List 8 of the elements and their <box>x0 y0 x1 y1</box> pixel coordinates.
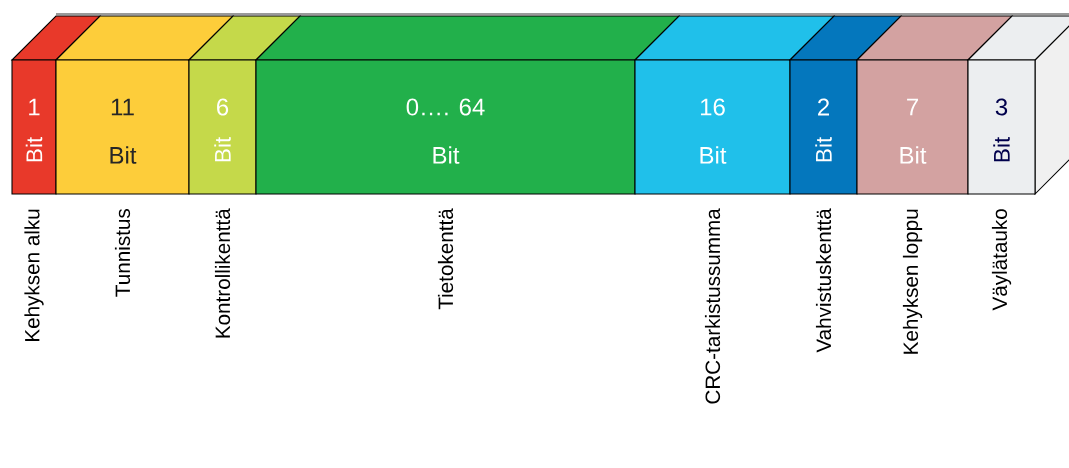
field-name: Tietokenttä <box>437 208 454 310</box>
field-name: Vahvistuskenttä <box>815 208 832 353</box>
field-name: Väylätauko <box>991 209 1012 311</box>
field-name: Kehyksen alku <box>24 209 44 341</box>
field-name: Kehyksen loppu <box>902 209 923 354</box>
field-name: CRC-tarkistussumma <box>704 208 721 404</box>
field-name: Tunnistus <box>114 209 131 297</box>
field-name: Kontrollikenttä <box>214 208 231 338</box>
